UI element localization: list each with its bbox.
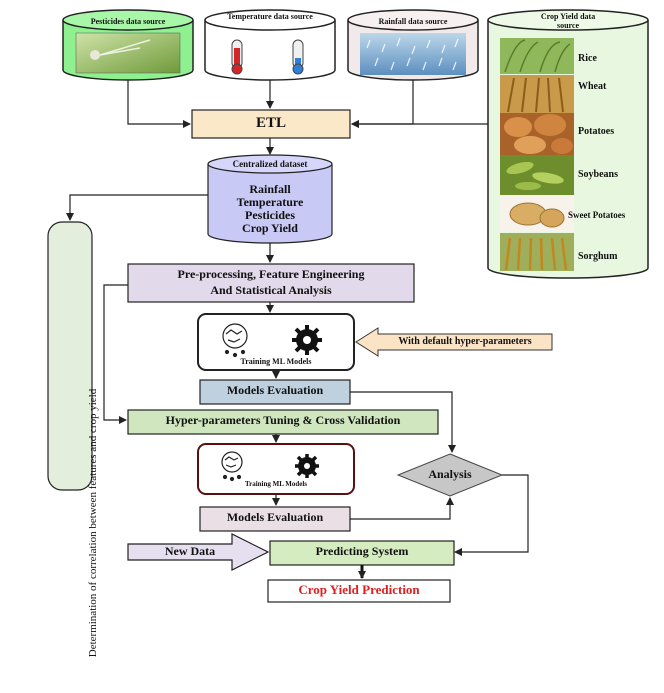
dataset-item-pesticides: Pesticides <box>245 208 295 222</box>
new-data-label: New Data <box>164 544 216 558</box>
rice-photo <box>500 38 574 74</box>
correlation-box <box>47 221 93 491</box>
temperature-source-cylinder <box>204 9 336 81</box>
gear-icon <box>295 454 319 478</box>
flowchart-canvas <box>47 9 649 603</box>
tuning-box <box>127 409 439 435</box>
pesticides-source-cylinder <box>62 9 194 81</box>
preprocessing-box <box>127 263 415 303</box>
training-models-label-2: Training ML Models <box>244 480 308 488</box>
crop-yield-source-label: Crop Yield data source <box>540 12 596 31</box>
models-evaluation-box-2 <box>199 506 351 532</box>
eval1-to-analysis-connector <box>350 391 456 453</box>
pesticides-to-etl-connector <box>127 80 191 128</box>
rainfall-to-etl-connector <box>351 80 414 128</box>
crop-label-sweet-potatoes: Sweet Potatoes <box>568 210 626 220</box>
etl-box <box>191 109 351 139</box>
neural-network-icon <box>222 323 248 358</box>
eval2-to-analysis-connector <box>350 497 454 520</box>
temperature-source-label: Temperature data source <box>227 12 313 21</box>
hot-thermometer-icon <box>231 39 243 75</box>
training-models-label-1: Training ML Models <box>240 357 312 366</box>
crop-label-wheat: Wheat <box>578 81 607 92</box>
analysis-label: Analysis <box>428 467 472 481</box>
neural-network-icon <box>221 451 243 482</box>
training-models-box-1 <box>197 313 355 371</box>
preprocessing-label-line-1: Pre-processing, Feature Engineering <box>177 267 365 281</box>
crop-label-sorghum: Sorghum <box>578 251 618 262</box>
training-models-box-2 <box>197 443 355 495</box>
cold-thermometer-icon <box>292 39 304 75</box>
rainfall-source-label: Rainfall data source <box>378 17 448 26</box>
new-data-arrow <box>127 533 270 571</box>
models-evaluation-box-1 <box>199 379 351 405</box>
models-evaluation-label-2: Models Evaluation <box>226 510 324 524</box>
correlation-label: Determination of correlation between fea… <box>87 388 99 658</box>
crop-label-soybeans: Soybeans <box>578 169 619 180</box>
pesticides-source-label: Pesticides data source <box>90 17 166 26</box>
tuning-label: Hyper-parameters Tuning & Cross Validati… <box>165 413 401 427</box>
centralized-dataset-title: Centralized dataset <box>232 159 308 169</box>
analysis-to-predicting-connector <box>454 474 529 556</box>
preprocessing-to-tuning-connector <box>103 284 128 424</box>
gear-icon <box>292 325 322 355</box>
dataset-item-crop-yield: Crop Yield <box>242 221 298 235</box>
default-hyperparameters-arrow <box>355 327 553 357</box>
centralized-dataset-cylinder <box>207 154 333 244</box>
default-hyperparameters-label: With default hyper-parameters <box>398 336 532 347</box>
crop-yield-source-cylinder <box>487 9 649 279</box>
crop-yield-prediction-box <box>267 579 451 603</box>
etl-label: ETL <box>255 115 286 131</box>
crop-label-rice: Rice <box>578 53 597 64</box>
rain-photo <box>360 33 466 75</box>
rainfall-source-cylinder <box>347 9 479 81</box>
analysis-diamond <box>396 453 504 497</box>
crop-label-potatoes: Potatoes <box>578 126 615 137</box>
dataset-to-correlation-connector <box>66 194 208 221</box>
dataset-item-rainfall: Rainfall <box>249 182 291 196</box>
models-evaluation-label-1: Models Evaluation <box>226 383 324 397</box>
predicting-system-label: Predicting System <box>315 544 409 558</box>
preprocessing-label-line-2: And Statistical Analysis <box>210 283 332 297</box>
crop-yield-prediction-label: Crop Yield Prediction <box>298 582 420 597</box>
dataset-item-temperature: Temperature <box>236 195 304 209</box>
